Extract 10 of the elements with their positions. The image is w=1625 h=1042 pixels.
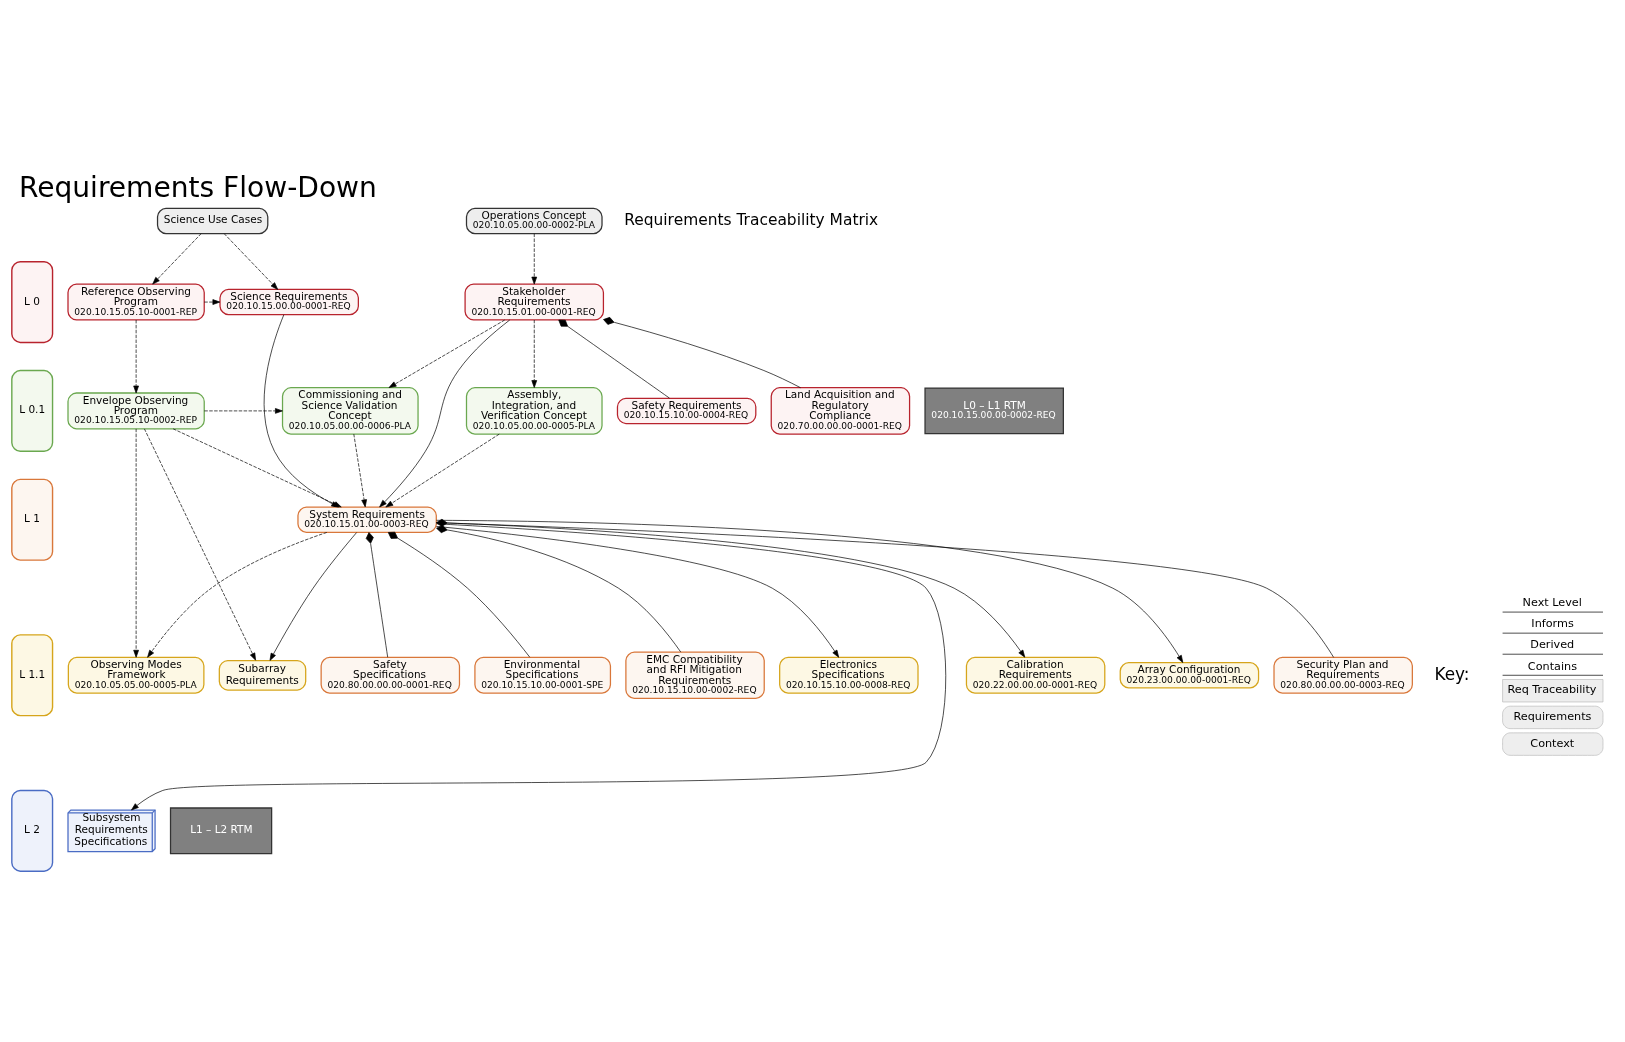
legend-label: Req Traceability [1507,682,1597,696]
label: Requirements Traceability Matrix [624,210,879,229]
legend-label: Contains [1527,659,1578,673]
legend-label: Next Level [1522,595,1582,609]
diagram-title: Requirements Flow-Down [18,170,377,204]
legend-label: Informs [1531,616,1574,630]
legend-label: Derived [1530,637,1575,651]
legend-label: Context [1530,736,1575,750]
label: Key: [1434,663,1470,684]
legend-label: Requirements [1513,709,1592,723]
